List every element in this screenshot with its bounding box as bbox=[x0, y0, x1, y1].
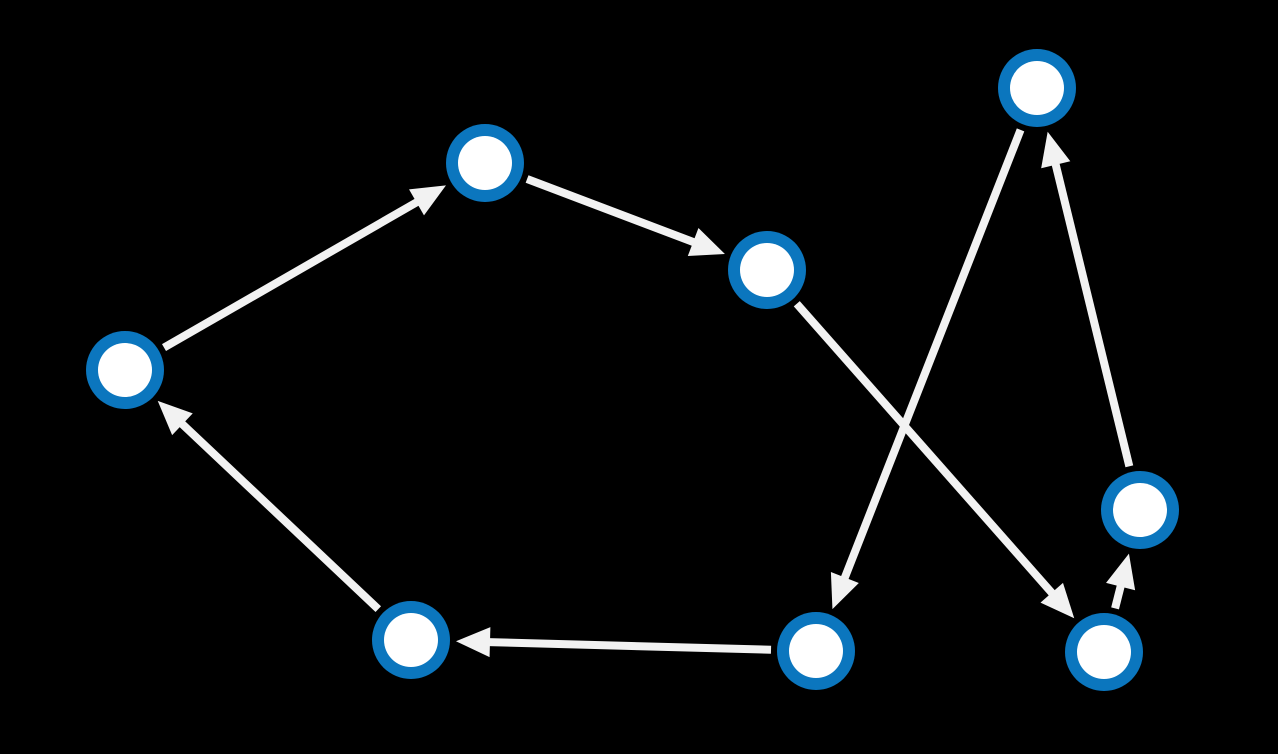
edge-shaft bbox=[1050, 157, 1134, 468]
graph-node[interactable] bbox=[1101, 471, 1179, 549]
node-core bbox=[1113, 483, 1167, 537]
edge-arrowhead-icon bbox=[1106, 553, 1136, 591]
graph-edge[interactable] bbox=[1041, 131, 1134, 468]
edge-arrowhead-icon bbox=[1041, 131, 1071, 169]
edge-arrowhead-icon bbox=[1040, 582, 1075, 619]
node-core bbox=[458, 136, 512, 190]
graph-node[interactable] bbox=[372, 601, 450, 679]
graph-edge[interactable] bbox=[793, 301, 1075, 619]
edge-arrowhead-icon bbox=[157, 400, 193, 436]
node-core bbox=[98, 343, 152, 397]
node-core bbox=[1077, 625, 1131, 679]
edge-shaft bbox=[838, 128, 1025, 585]
node-core bbox=[384, 613, 438, 667]
edge-arrowhead-icon bbox=[830, 571, 859, 610]
edge-arrowhead-icon bbox=[409, 185, 446, 216]
graph-node[interactable] bbox=[998, 49, 1076, 127]
graph-node[interactable] bbox=[1065, 613, 1143, 691]
graph-edge[interactable] bbox=[1106, 553, 1136, 610]
edge-shaft bbox=[175, 417, 382, 613]
nodes-layer bbox=[86, 49, 1179, 691]
graph-edge[interactable] bbox=[157, 400, 382, 613]
graph-edge[interactable] bbox=[455, 627, 772, 658]
graph-edge[interactable] bbox=[162, 185, 446, 352]
graph-node[interactable] bbox=[728, 231, 806, 309]
node-core bbox=[740, 243, 794, 297]
edge-shaft bbox=[483, 637, 772, 654]
graph-edge[interactable] bbox=[525, 175, 725, 256]
node-core bbox=[789, 624, 843, 678]
edge-shaft bbox=[162, 195, 424, 352]
graph-node[interactable] bbox=[86, 331, 164, 409]
edge-shaft bbox=[525, 175, 701, 248]
graph-node[interactable] bbox=[777, 612, 855, 690]
node-core bbox=[1010, 61, 1064, 115]
graph-edge[interactable] bbox=[830, 128, 1025, 610]
edge-arrowhead-icon bbox=[455, 627, 491, 658]
graph-node[interactable] bbox=[446, 124, 524, 202]
edge-shaft bbox=[793, 301, 1059, 600]
edge-arrowhead-icon bbox=[687, 227, 725, 256]
edges-layer bbox=[157, 128, 1136, 658]
